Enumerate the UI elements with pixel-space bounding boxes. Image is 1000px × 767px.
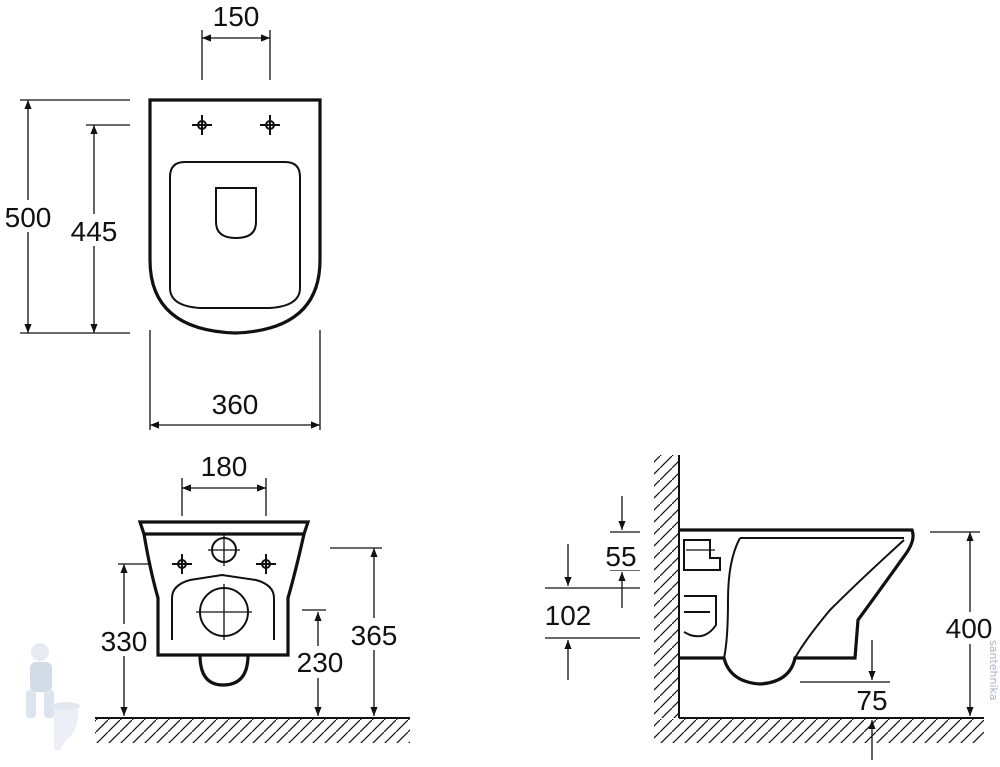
front-bowl-body — [142, 533, 306, 657]
dim-side-rim-to-floor: 400 — [930, 531, 1000, 716]
top-view-bowl-outline — [148, 98, 322, 335]
side-inlet-fitting — [683, 539, 721, 571]
top-view: 150 500 445 360 — [0, 1, 322, 430]
bolt-hole-icon — [192, 115, 212, 135]
dim-label-75: 75 — [856, 685, 887, 716]
dim-label-180: 180 — [201, 451, 248, 482]
side-floor-hatch — [654, 719, 984, 743]
watermark-text: santehnika — [987, 640, 1000, 700]
front-outlet-circle — [196, 584, 252, 640]
side-wall-hatch — [654, 455, 678, 718]
front-seat-top — [137, 520, 311, 536]
top-view-bowl-opening — [215, 187, 257, 240]
dim-label-365: 365 — [351, 620, 398, 651]
bolt-hole-icon — [256, 554, 276, 574]
dim-front-outlet-height: 230 — [290, 609, 348, 716]
dim-label-445: 445 — [71, 216, 118, 247]
dim-label-400: 400 — [946, 613, 993, 644]
dim-label-102: 102 — [545, 600, 592, 631]
dim-top-bolt-to-front: 445 — [64, 124, 130, 333]
front-inlet-circle — [208, 534, 240, 566]
top-view-seat-inner — [169, 161, 301, 309]
bolt-hole-icon — [172, 554, 192, 574]
front-trap — [198, 654, 250, 687]
side-view: 55 102 400 75 — [538, 455, 1000, 760]
dim-side-outlet: 75 — [800, 640, 890, 760]
side-fixing-bracket — [683, 595, 717, 638]
dim-label-360: 360 — [212, 389, 259, 420]
dim-top-length: 500 — [0, 99, 130, 334]
side-siphon — [723, 537, 741, 659]
dim-top-bolt-spacing: 150 — [201, 1, 271, 80]
front-floor-hatch — [95, 719, 410, 743]
dim-label-330: 330 — [101, 626, 148, 657]
dim-front-rim-height: 330 — [94, 563, 154, 716]
dim-side-fixing-offset: 102 — [538, 544, 640, 680]
dim-side-top-offset: 55 — [598, 496, 644, 608]
front-view: 180 330 230 365 — [94, 451, 410, 743]
front-seat-inner — [171, 573, 275, 640]
bolt-hole-icon — [260, 115, 280, 135]
dim-label-55: 55 — [605, 541, 636, 572]
dim-label-230: 230 — [297, 647, 344, 678]
dim-front-fixing-height: 365 — [330, 547, 406, 716]
dim-top-width: 360 — [149, 330, 321, 430]
side-bowl-outline — [679, 528, 915, 686]
dim-label-500: 500 — [5, 202, 52, 233]
side-bowl-curve — [794, 539, 905, 659]
plumber-mascot-icon — [26, 643, 80, 750]
dim-front-bolt-spacing: 180 — [181, 451, 267, 516]
dim-label-150: 150 — [213, 1, 260, 32]
